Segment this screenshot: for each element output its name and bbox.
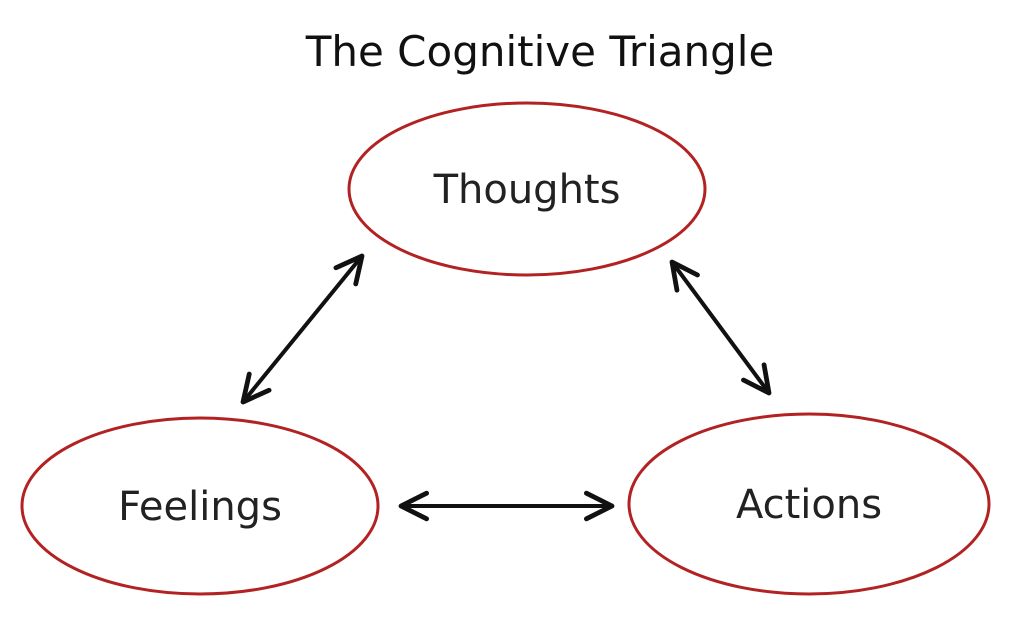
node-actions: Actions <box>627 412 991 596</box>
node-thoughts: Thoughts <box>347 101 707 277</box>
edge-thoughts-actions <box>669 259 772 396</box>
node-feelings-label: Feelings <box>118 484 282 530</box>
node-thoughts-ellipse <box>347 101 707 277</box>
node-feelings: Feelings <box>20 416 380 596</box>
diagram-title: The Cognitive Triangle <box>305 27 775 76</box>
node-feelings-ellipse <box>20 416 380 596</box>
node-actions-label: Actions <box>736 482 882 528</box>
node-actions-ellipse <box>627 412 991 596</box>
edge-thoughts-feelings <box>240 253 365 405</box>
node-thoughts-label: Thoughts <box>433 167 621 213</box>
